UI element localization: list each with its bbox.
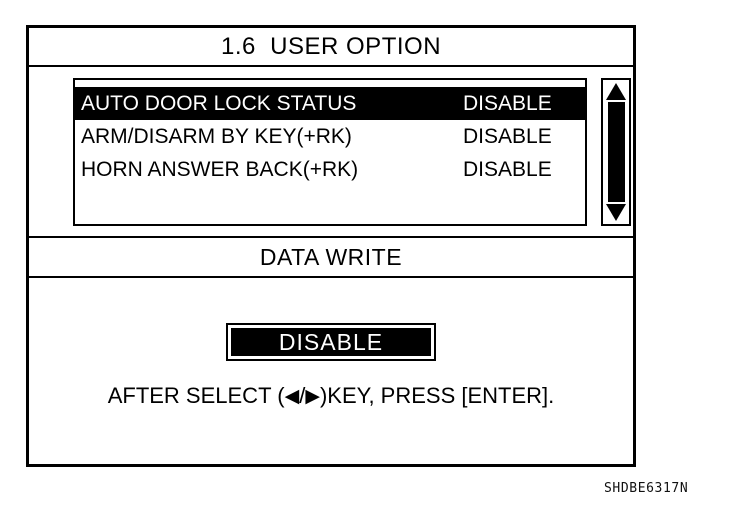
option-list-scrollbar[interactable]: [601, 78, 631, 226]
left-arrow-icon: ◀: [284, 386, 300, 407]
option-label: AUTO DOOR LOCK STATUS: [81, 91, 357, 115]
instruction-text: AFTER SELECT (◀/▶)KEY, PRESS [ENTER].: [29, 383, 633, 409]
option-value: DISABLE: [463, 91, 552, 115]
action-section: DISABLE AFTER SELECT (◀/▶)KEY, PRESS [EN…: [29, 278, 633, 464]
data-write-label: DATA WRITE: [259, 243, 403, 270]
device-screen-frame: 1.6 USER OPTION AUTO DOOR LOCK STATUS DI…: [26, 25, 636, 467]
page-title: 1.6 USER OPTION: [220, 32, 442, 60]
option-list-section: AUTO DOOR LOCK STATUS DISABLE ARM/DISARM…: [29, 67, 633, 238]
instruction-prefix: AFTER SELECT (: [107, 383, 285, 408]
scrollbar-thumb[interactable]: [607, 102, 625, 202]
screen-title-band: 1.6 USER OPTION: [29, 28, 633, 67]
option-value: DISABLE: [463, 124, 552, 148]
option-label: ARM/DISARM BY KEY(+RK): [81, 124, 352, 148]
option-list-panel[interactable]: AUTO DOOR LOCK STATUS DISABLE ARM/DISARM…: [73, 78, 587, 226]
instruction-suffix: )KEY, PRESS [ENTER].: [319, 383, 555, 408]
triangle-up-icon[interactable]: [606, 83, 626, 100]
right-arrow-icon: ▶: [305, 386, 320, 407]
option-row-arm-disarm-by-key[interactable]: ARM/DISARM BY KEY(+RK) DISABLE: [75, 120, 585, 153]
instruction-separator: /: [299, 383, 306, 408]
selected-value-label: DISABLE: [231, 328, 431, 356]
selected-value-button[interactable]: DISABLE: [226, 323, 436, 361]
figure-caption: SHDBE6317N: [604, 481, 689, 496]
data-write-band: DATA WRITE: [29, 238, 633, 278]
option-row-horn-answer-back[interactable]: HORN ANSWER BACK(+RK) DISABLE: [75, 153, 585, 186]
option-label: HORN ANSWER BACK(+RK): [81, 157, 359, 181]
option-value: DISABLE: [463, 157, 552, 181]
option-row-auto-door-lock-status[interactable]: AUTO DOOR LOCK STATUS DISABLE: [75, 87, 585, 120]
triangle-down-icon[interactable]: [606, 204, 626, 221]
